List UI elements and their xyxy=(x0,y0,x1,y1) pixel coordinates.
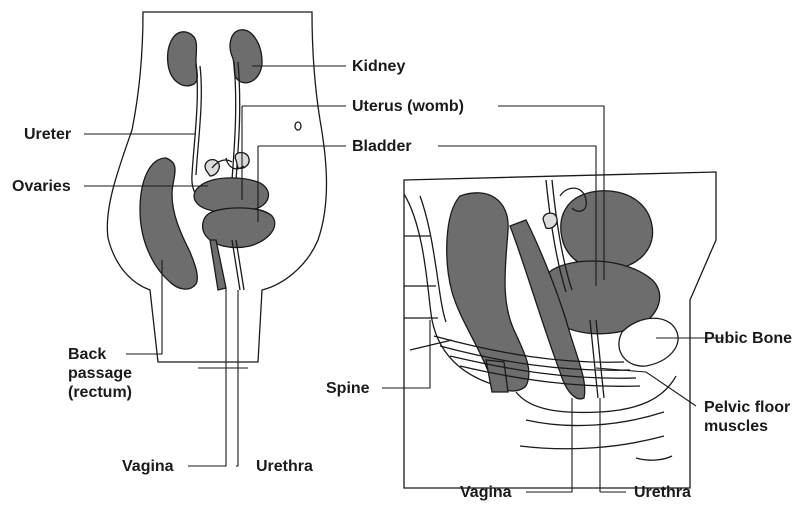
label-urethra-left: Urethra xyxy=(256,457,313,476)
label-vagina-left: Vagina xyxy=(122,457,174,476)
vagina-tube xyxy=(210,240,226,290)
skin-fold-3 xyxy=(520,436,664,449)
pelvic-floor-band-2 xyxy=(440,346,630,370)
spine-leader xyxy=(382,320,430,388)
pelvic-floor-leader xyxy=(596,368,696,406)
label-ureter: Ureter xyxy=(24,125,71,144)
label-uterus: Uterus (womb) xyxy=(352,97,464,116)
label-pelvic-floor: Pelvic floor muscles xyxy=(704,398,790,436)
label-urethra-right: Urethra xyxy=(634,483,691,502)
label-kidney: Kidney xyxy=(352,57,405,76)
side-view-figure xyxy=(404,172,716,488)
rectum xyxy=(140,158,197,289)
front-view-figure xyxy=(107,12,326,362)
label-bladder: Bladder xyxy=(352,137,412,156)
ovary-side xyxy=(543,213,557,228)
skin-fold-4 xyxy=(636,456,672,460)
left-kidney xyxy=(168,32,198,86)
label-back-passage: Back passage (rectum) xyxy=(68,345,132,402)
uterus-side xyxy=(561,191,653,270)
urethra-left-leader xyxy=(236,290,238,466)
rectum-leader xyxy=(126,260,162,354)
right-ureter xyxy=(232,62,236,192)
label-pubic-bone: Pubic Bone xyxy=(704,329,792,348)
uterus-front xyxy=(194,178,269,212)
vagina-left-leader xyxy=(188,288,226,466)
skin-fold-2 xyxy=(526,412,664,426)
label-ovaries: Ovaries xyxy=(12,177,71,196)
label-vagina-right: Vagina xyxy=(460,483,512,502)
pelvic-floor-band-3 xyxy=(450,356,636,378)
bladder-leader xyxy=(258,146,346,222)
navel xyxy=(295,122,301,130)
label-spine: Spine xyxy=(326,379,370,398)
